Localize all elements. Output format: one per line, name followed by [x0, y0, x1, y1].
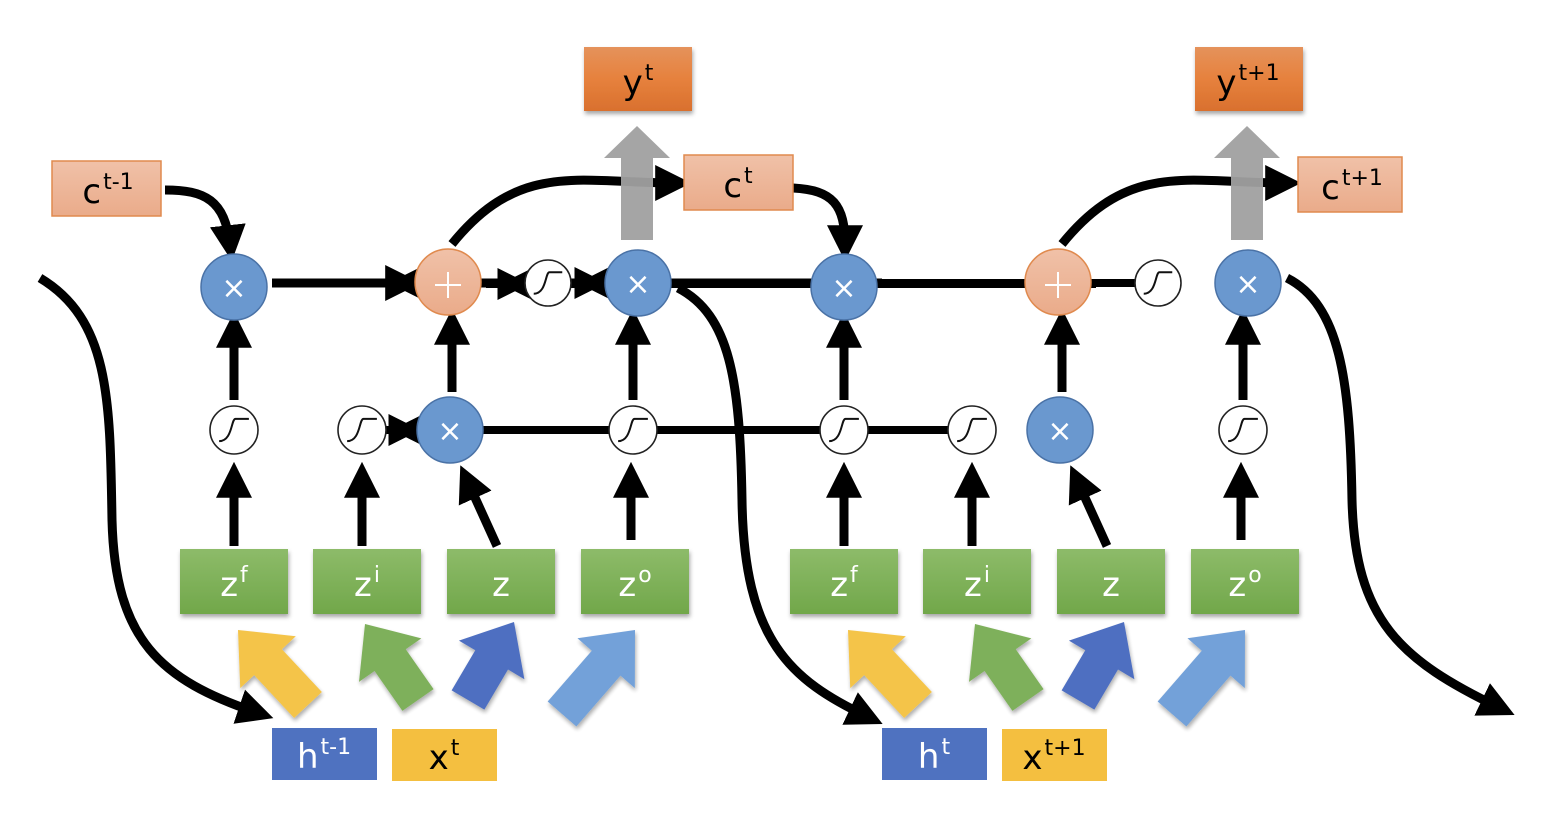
- step-1-output-sigmoid-node-sigmoid-icon: [617, 417, 648, 443]
- step-1-output-multiply-node-symbol: ×: [625, 267, 650, 302]
- step-2-input-multiply-node-symbol: ×: [1047, 414, 1072, 449]
- step-2-input-arrow-input: [968, 624, 1044, 711]
- step-1-output-box: [584, 47, 692, 111]
- step-2-cell-input-label: z: [1102, 565, 1120, 605]
- step-1-input-gate-label: zi: [354, 563, 380, 605]
- recurrent-arrow-in: [37, 274, 274, 724]
- step-2-hidden-label: ht: [918, 735, 951, 777]
- step-1-forget-gate-box: [180, 549, 288, 614]
- step-1-input-arrow-input: [358, 624, 434, 711]
- step-2-tanh-node-sigmoid-icon: [1143, 271, 1173, 295]
- step-2-input-arrow-output: [1157, 630, 1245, 727]
- step-2-output-sigmoid-node: [1218, 405, 1268, 455]
- step-1-output-sigmoid-node: [608, 405, 658, 455]
- step-2-add-node-plus-icon: [1045, 272, 1071, 298]
- step-2-forget-sigmoid-node-sigmoid-icon: [828, 417, 859, 443]
- step-2-forget-multiply-node: [810, 253, 878, 321]
- step-2-tanh-node: [1134, 259, 1182, 307]
- step-2-input-arrow-cell: [1061, 622, 1135, 710]
- arrow-cell-t-forget: [792, 183, 863, 262]
- step-1-output-gate-label: zo: [618, 563, 651, 605]
- step-2-output-sigmoid-node-sigmoid-icon: [1227, 417, 1258, 443]
- step-1-forget-multiply-node-symbol: ×: [221, 271, 246, 306]
- step-1-output-label: yt: [623, 61, 654, 103]
- step-2-input-sigmoid-node-sigmoid-icon: [956, 417, 987, 443]
- step-2-output-label: yt+1: [1216, 61, 1279, 103]
- step-1-tanh-node-sigmoid-icon: [533, 271, 563, 295]
- step-1-tanh-node: [524, 259, 572, 307]
- cell-state-prev-box: [51, 160, 162, 217]
- step-2-output-arrow: [1214, 126, 1280, 240]
- cell-state-prev-label: ct-1: [82, 170, 133, 212]
- recurrent-arrow-out: [1284, 273, 1515, 716]
- step-1-cell-input-box: [447, 549, 555, 614]
- step-2-cell-input-box: [1057, 549, 1165, 614]
- step-1-output-gate-box: [581, 549, 689, 614]
- step-1-hidden-box: [272, 728, 377, 780]
- step-1-cell-input-label: z: [492, 565, 510, 605]
- step-2-output-gate-label: zo: [1228, 563, 1261, 605]
- step-2-forget-sigmoid-node: [819, 405, 869, 455]
- step-1-input-arrow-output: [547, 630, 635, 727]
- step-1-input-label: xt: [429, 736, 460, 778]
- step-2-hidden-box: [882, 728, 987, 780]
- step-1-output-arrow: [604, 126, 670, 240]
- recurrent-arrow-mid: [675, 284, 883, 725]
- step-2-input-multiply-node: [1026, 396, 1094, 464]
- step-2-input-sigmoid-node: [947, 405, 997, 455]
- step-2-cell-state-box: [1297, 156, 1403, 213]
- step-1-forget-sigmoid-node: [209, 405, 259, 455]
- step-1-input-sigmoid-node-sigmoid-icon: [346, 417, 377, 443]
- step-2-input-gate-label: zi: [964, 563, 990, 605]
- step-2-cell-state-label: ct+1: [1321, 166, 1383, 208]
- step-1-input-multiply-node: [416, 396, 484, 464]
- step-2-input-label: xt+1: [1022, 736, 1085, 778]
- step-1-cell-state-box: [683, 154, 794, 211]
- step-2-output-multiply-node: [1214, 249, 1282, 317]
- step-1-input-arrow-forget: [238, 630, 322, 718]
- step-1-input-arrow-cell: [451, 622, 525, 710]
- step-1-input-gate-box: [313, 549, 421, 614]
- step-1-hidden-label: ht-1: [297, 735, 351, 777]
- step-2-output-box: [1195, 47, 1303, 111]
- step-1-arrow-z-inputmul: [458, 465, 502, 548]
- step-1-cell-state-label: ct: [723, 164, 753, 206]
- step-2-forget-gate-box: [790, 549, 898, 614]
- step-1-input-box: [392, 729, 497, 781]
- step-1-input-sigmoid-node: [337, 405, 387, 455]
- step-2-input-box: [1002, 729, 1107, 781]
- step-2-forget-gate-label: zf: [830, 563, 859, 605]
- step-2-output-gate-box: [1191, 549, 1299, 614]
- step-2-input-gate-box: [923, 549, 1031, 614]
- step-2-arrow-z-inputmul: [1068, 465, 1112, 548]
- step-1-input-multiply-node-symbol: ×: [437, 414, 462, 449]
- step-2-output-multiply-node-symbol: ×: [1235, 267, 1260, 302]
- step-1-forget-multiply-node: [200, 253, 268, 321]
- arrow-cell-prev-forget: [164, 185, 246, 262]
- step-1-forget-sigmoid-node-sigmoid-icon: [218, 417, 249, 443]
- step-2-input-arrow-forget: [848, 630, 932, 718]
- step-1-forget-gate-label: zf: [220, 563, 249, 605]
- step-1-output-multiply-node: [604, 249, 672, 317]
- step-2-forget-multiply-node-symbol: ×: [831, 271, 856, 306]
- step-1-add-node-plus-icon: [435, 272, 461, 298]
